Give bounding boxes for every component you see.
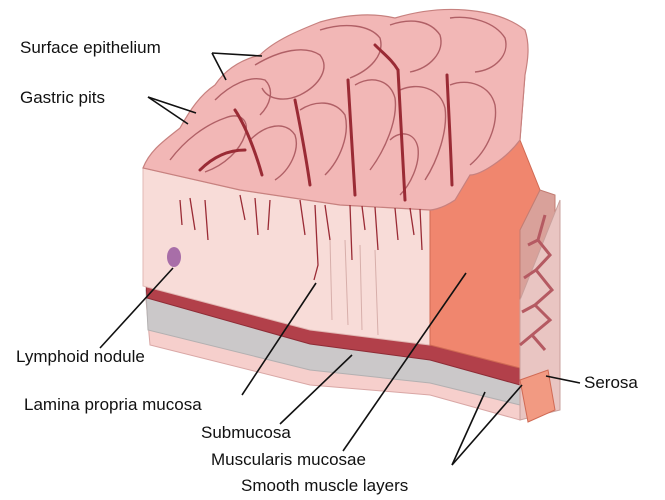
label-lamina-propria-mucosa: Lamina propria mucosa	[24, 395, 202, 415]
label-surface-epithelium: Surface epithelium	[20, 38, 161, 58]
label-smooth-muscle-layers: Smooth muscle layers	[241, 476, 408, 496]
label-lymphoid-nodule: Lymphoid nodule	[16, 347, 145, 367]
label-submucosa: Submucosa	[201, 423, 291, 443]
label-gastric-pits: Gastric pits	[20, 88, 105, 108]
lymphoid-nodule	[167, 247, 181, 267]
label-muscularis-mucosae: Muscularis mucosae	[211, 450, 366, 470]
label-serosa: Serosa	[584, 373, 638, 393]
